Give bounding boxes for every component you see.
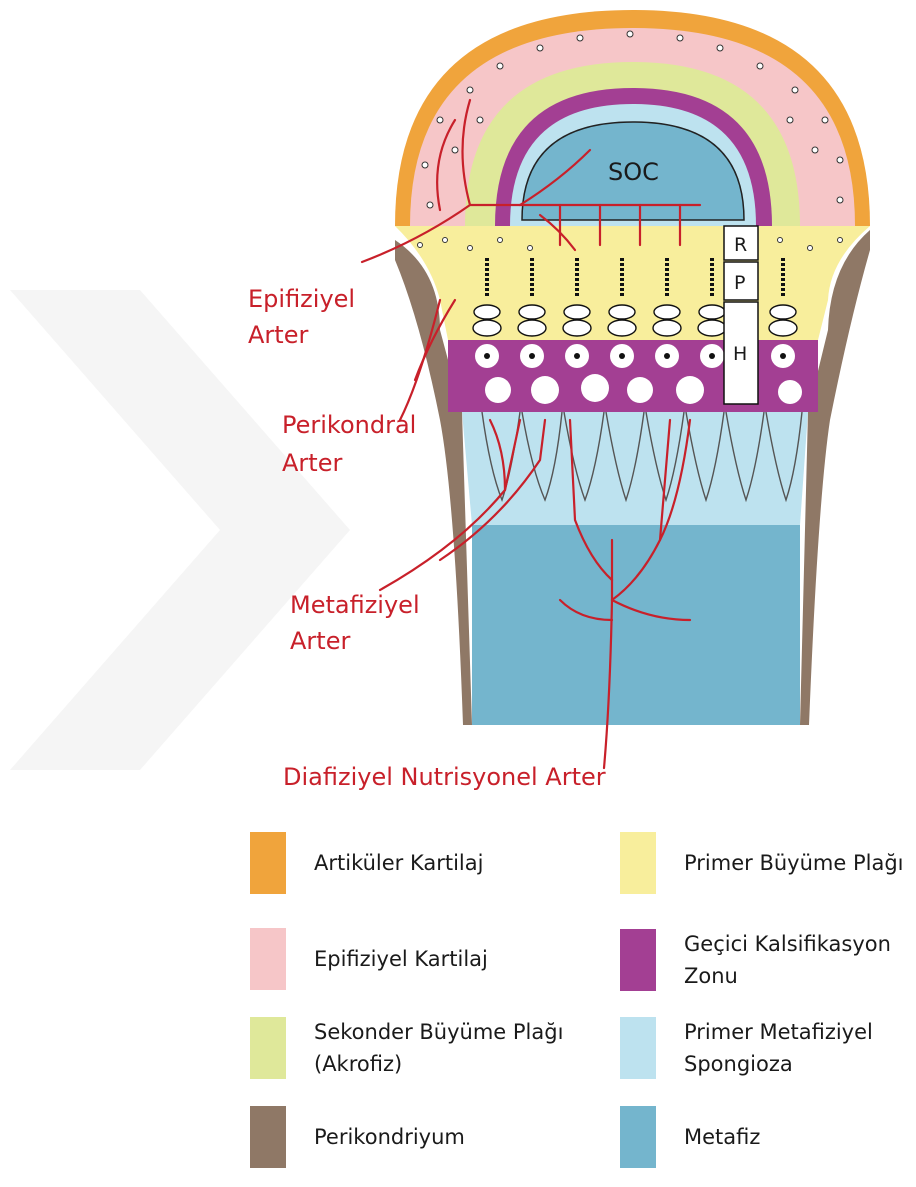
- secondary-growth-plate-swatch: [250, 1017, 286, 1079]
- legend-item-secondary-growth-plate: Sekonder Büyüme Plağı (Akrofiz): [250, 1016, 563, 1080]
- legend-item-metaphysis: Metafiz: [620, 1106, 760, 1168]
- metaphysis: [472, 525, 800, 725]
- perichondrium-swatch: [250, 1106, 286, 1168]
- legend-item-primary-growth-plate: Primer Büyüme Plağı: [620, 832, 904, 894]
- proliferative-zone-label: P: [734, 272, 745, 294]
- legend-label: Artiküler Kartilaj: [314, 847, 483, 879]
- articular-cartilage-swatch: [250, 832, 286, 894]
- soc-label: SOC: [608, 158, 659, 186]
- legend-label: Primer Büyüme Plağı: [684, 847, 904, 879]
- metafiziyel-artery-label-line2: Arter: [290, 624, 350, 658]
- legend-item-calcification-zone: Geçici Kalsifikasyon Zonu: [620, 928, 891, 992]
- legend-label: Geçici Kalsifikasyon Zonu: [684, 928, 891, 992]
- metafiziyel-artery-label-line1: Metafiziyel: [290, 588, 420, 622]
- legend-label: Epifiziyel Kartilaj: [314, 943, 488, 975]
- epifiziyel-artery-label-line2: Arter: [248, 318, 308, 352]
- legend-label: Sekonder Büyüme Plağı (Akrofiz): [314, 1016, 563, 1080]
- perikondral-artery-label-line2: Arter: [282, 446, 342, 480]
- epifiziyel-artery-label-line1: Epifiziyel: [248, 282, 355, 316]
- legend-label: Primer Metafiziyel Spongioza: [684, 1016, 873, 1080]
- primary-growth-plate-swatch: [620, 832, 656, 894]
- legend-label: Perikondriyum: [314, 1121, 465, 1153]
- perikondral-artery-label-line1: Perikondral: [282, 408, 416, 442]
- legend-item-epiphyseal-cartilage: Epifiziyel Kartilaj: [250, 928, 488, 990]
- epiphyseal-cartilage-swatch: [250, 928, 286, 990]
- diafiziyel-artery-label: Diafiziyel Nutrisyonel Arter: [283, 760, 606, 794]
- metaphysis-swatch: [620, 1106, 656, 1168]
- legend-label: Metafiz: [684, 1121, 760, 1153]
- bone-diagram: R P H SOC: [0, 0, 916, 800]
- legend-item-articular-cartilage: Artiküler Kartilaj: [250, 832, 483, 894]
- watermark-chevron: [10, 290, 350, 770]
- legend-item-primary-spongiosa: Primer Metafiziyel Spongioza: [620, 1016, 873, 1080]
- hypertrophic-zone-label: H: [733, 343, 747, 365]
- primary-spongiosa-swatch: [620, 1017, 656, 1079]
- legend-item-perichondrium: Perikondriyum: [250, 1106, 465, 1168]
- calcification-zone-swatch: [620, 929, 656, 991]
- resting-zone-label: R: [734, 234, 747, 256]
